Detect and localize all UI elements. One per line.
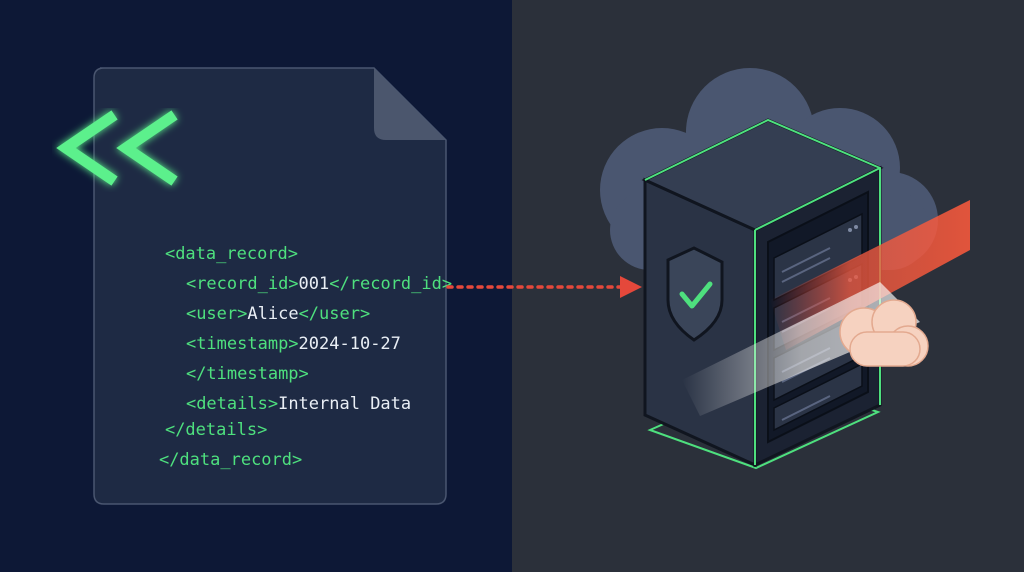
- code-line: <user>Alice</user>: [145, 289, 370, 340]
- code-block: <data_record> <record_id>001</record_id>…: [118, 229, 452, 486]
- xml-tag: <data_record>: [164, 244, 299, 264]
- xml-tag: <details>: [185, 394, 279, 414]
- code-line: <record_id>001</record_id>: [145, 259, 452, 310]
- xml-tag: <record_id>: [185, 274, 299, 294]
- dotted-arrow-right-icon: [446, 276, 642, 298]
- xml-tag: </data_record>: [158, 450, 303, 470]
- server-rack-icon: [600, 68, 970, 470]
- shield-check-icon: [666, 246, 724, 342]
- xml-tag: <timestamp>: [185, 334, 299, 354]
- xml-tag: <user>: [185, 304, 248, 324]
- code-line: </timestamp>: [145, 349, 309, 400]
- code-line: </data_record>: [118, 435, 302, 486]
- xml-tag: </timestamp>: [185, 364, 309, 384]
- xml-value: Internal Data: [278, 394, 412, 414]
- xml-value: 2024-10-27: [298, 334, 401, 354]
- code-line: <timestamp>2024-10-27: [145, 319, 401, 370]
- xml-value: Alice: [247, 304, 299, 324]
- code-line: <data_record>: [124, 229, 298, 280]
- xml-tag: </details>: [164, 420, 268, 440]
- code-line: </details>: [124, 405, 267, 456]
- double-left-chevron-icon: [56, 110, 178, 186]
- document-icon: [93, 67, 447, 505]
- xml-tag: </user>: [298, 304, 371, 324]
- code-line: <details>Internal Data: [145, 379, 411, 430]
- xml-tag: </record_id>: [329, 274, 453, 294]
- xml-value: 001: [298, 274, 330, 294]
